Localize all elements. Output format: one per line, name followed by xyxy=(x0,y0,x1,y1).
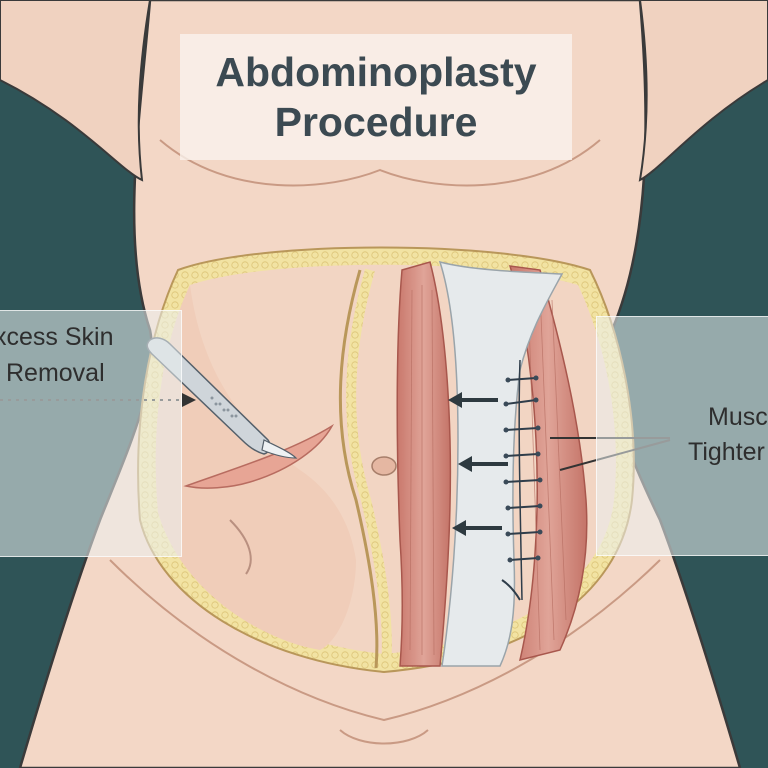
title-line-1: Abdominoplasty xyxy=(215,49,537,95)
excess-skin-label-line2: Removal xyxy=(6,359,105,387)
muscle-label-line2: Tighter xyxy=(688,438,765,466)
title-box: Abdominoplasty Procedure xyxy=(180,34,572,160)
title-line-2: Procedure xyxy=(274,99,478,145)
excess-skin-label-line1: xcess Skin xyxy=(0,323,114,351)
muscle-label-line1: Musc xyxy=(708,403,768,431)
suture-stitches xyxy=(501,359,541,601)
rectus-muscle-right xyxy=(508,265,588,662)
tightening-arrows xyxy=(448,392,508,536)
excised-crescent xyxy=(183,423,335,489)
stitch-knots xyxy=(503,375,543,563)
excess-skin-label-panel xyxy=(0,310,182,557)
muscle-label-panel xyxy=(596,316,768,556)
navel xyxy=(371,456,397,476)
